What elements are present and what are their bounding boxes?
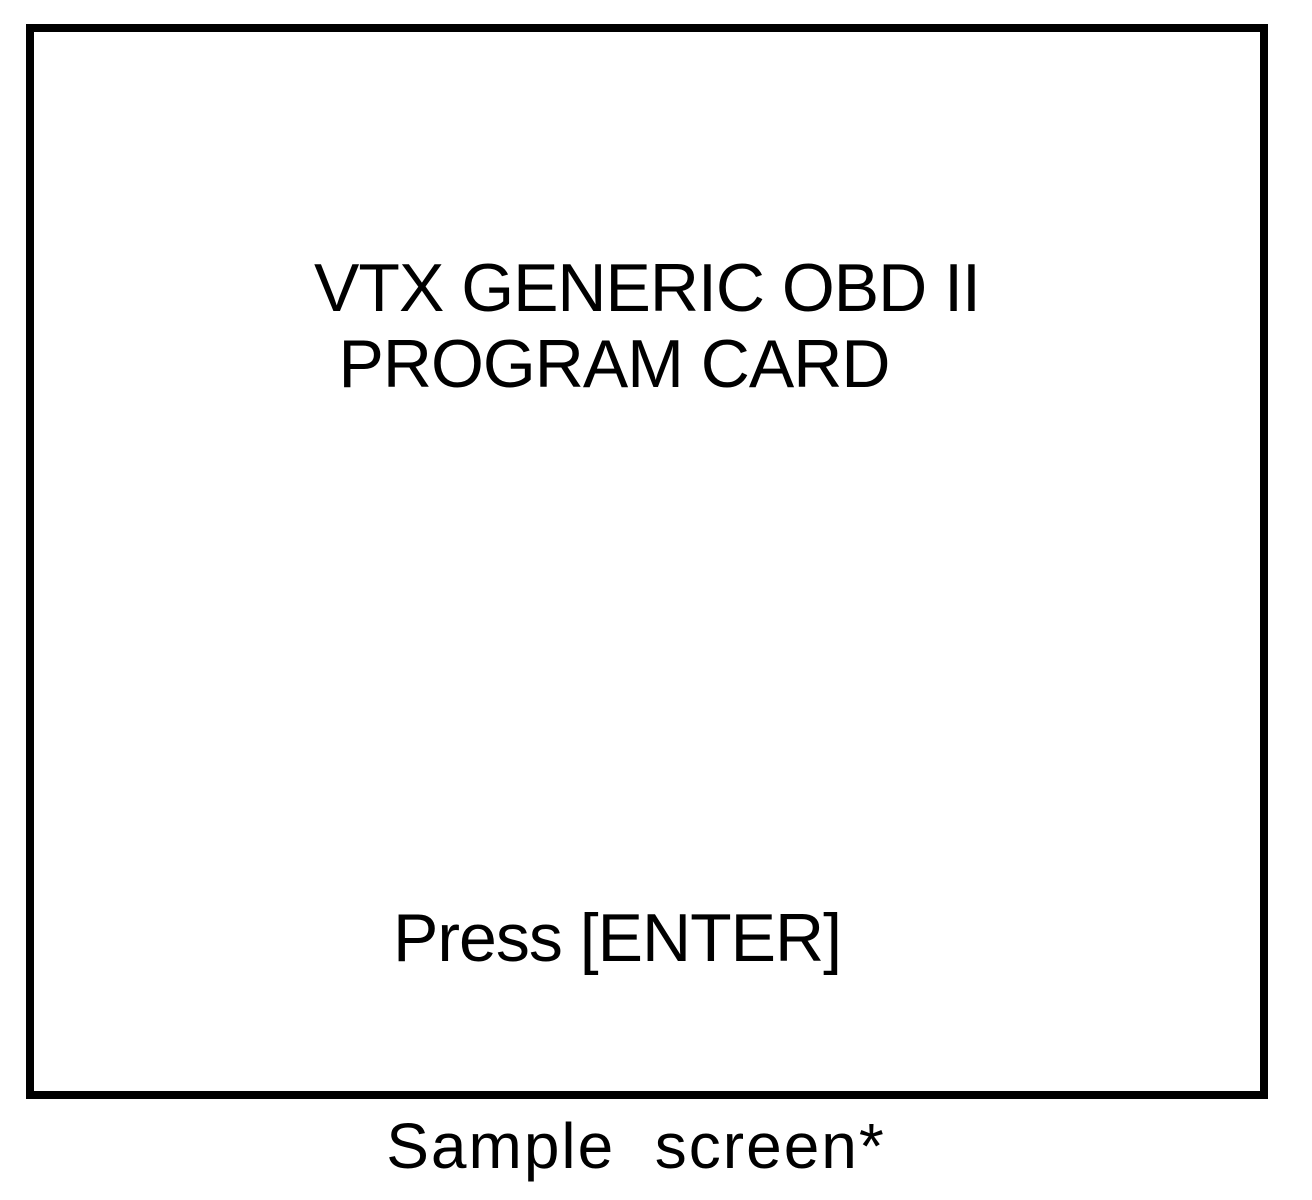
screen-title: VTX GENERIC OBD II PROGRAM CARD: [34, 250, 1260, 402]
title-line-1: VTX GENERIC OBD II: [314, 250, 981, 326]
title-line-2: PROGRAM CARD: [338, 326, 891, 402]
device-screen: VTX GENERIC OBD II PROGRAM CARD Press [E…: [26, 24, 1268, 1099]
enter-prompt: Press [ENTER]: [393, 900, 842, 976]
figure-caption: Sample screen*: [386, 1110, 886, 1182]
